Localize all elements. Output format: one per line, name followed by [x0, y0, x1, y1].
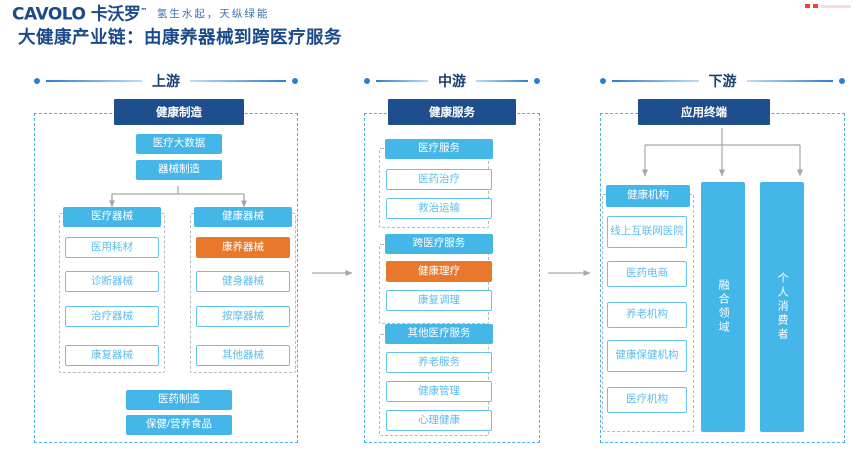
- downstream-item-elderly-institution[interactable]: 养老机构: [607, 302, 687, 328]
- stage-rule: [376, 80, 428, 82]
- stage-rule: [190, 80, 286, 82]
- stage-label: 下游: [708, 73, 737, 89]
- downstream-pillar-individual-consumer[interactable]: 个人消费者: [760, 182, 804, 432]
- upstream-item-rehabilitation[interactable]: 康复器械: [65, 345, 159, 366]
- downstream-item-online-hospital[interactable]: 线上互联网医院: [607, 216, 687, 248]
- stage-rule: [612, 80, 699, 82]
- trademark-icon: ™: [140, 7, 147, 15]
- midstream-group-cross-medical: [379, 244, 489, 324]
- stage-header-downstream: 下游: [600, 72, 845, 90]
- upstream-item-treatment[interactable]: 治疗器械: [65, 306, 159, 327]
- upstream-group-title-health-devices[interactable]: 健康器械: [194, 207, 292, 227]
- downstream-item-healthcare-institution[interactable]: 健康保健机构: [607, 340, 687, 372]
- stage-header-upstream: 上游: [34, 72, 298, 90]
- upstream-header: 健康制造: [114, 99, 244, 125]
- midstream-item-elderly-service[interactable]: 养老服务: [386, 352, 492, 373]
- brand-tagline: 氢生水起，天纵绿能: [156, 7, 270, 20]
- brand-logo: CAVOLO 卡沃罗™ 氢生水起，天纵绿能: [12, 2, 269, 24]
- midstream-item-rehab-care[interactable]: 康复调理: [386, 290, 492, 311]
- stage-header-midstream: 中游: [364, 72, 540, 90]
- stage-rule: [746, 80, 833, 82]
- logo-wordmark: CAVOLO 卡沃罗™: [12, 2, 147, 24]
- upstream-item-medical-bigdata[interactable]: 医疗大数据: [136, 134, 222, 154]
- stage-label: 上游: [152, 73, 180, 89]
- midstream-group-title-other-medical[interactable]: 其他医疗服务: [385, 324, 493, 344]
- stage-rule: [476, 80, 528, 82]
- downstream-header: 应用终端: [638, 99, 770, 125]
- stage-dot-icon: [292, 78, 298, 84]
- page-title: 大健康产业链：由康养器械到跨医疗服务: [18, 27, 342, 47]
- logo-text: CAVOLO 卡沃罗: [12, 4, 141, 25]
- midstream-group-title-medical-services[interactable]: 医疗服务: [385, 139, 493, 159]
- stage-dot-icon: [839, 78, 845, 84]
- downstream-item-medical-institution[interactable]: 医疗机构: [607, 387, 687, 413]
- stage-label: 中游: [438, 73, 466, 89]
- upstream-item-diagnostic[interactable]: 诊断器械: [65, 271, 159, 292]
- midstream-item-mental-health[interactable]: 心理健康: [386, 410, 492, 431]
- midstream-item-pharma-treatment[interactable]: 医药治疗: [386, 169, 492, 190]
- upstream-item-fitness[interactable]: 健身器械: [196, 271, 290, 292]
- stage-dot-icon: [364, 78, 370, 84]
- red-square-icon: [805, 4, 810, 8]
- midstream-header: 健康服务: [388, 99, 516, 125]
- midstream-group-title-cross-medical[interactable]: 跨医疗服务: [385, 234, 493, 254]
- red-square-icon: [813, 4, 818, 8]
- upstream-item-wellness-devices-highlight[interactable]: 康养器械: [196, 237, 290, 258]
- downstream-pillar-integration-field[interactable]: 融合领域: [701, 182, 745, 432]
- upstream-item-massage[interactable]: 按摩器械: [196, 306, 290, 327]
- upstream-item-other-devices[interactable]: 其他器械: [196, 345, 290, 366]
- midstream-item-health-management[interactable]: 健康管理: [386, 381, 492, 402]
- upstream-item-pharma-manufacturing[interactable]: 医药制造: [126, 390, 232, 410]
- corner-decoration: [805, 4, 851, 8]
- stage-dot-icon: [534, 78, 540, 84]
- upstream-item-consumables[interactable]: 医用耗材: [65, 237, 159, 258]
- upstream-item-device-manufacturing[interactable]: 器械制造: [136, 160, 222, 180]
- downstream-item-pharma-ecommerce[interactable]: 医药电商: [607, 261, 687, 287]
- upstream-item-health-nutrition-food[interactable]: 保健/营养食品: [126, 415, 232, 435]
- stage-dot-icon: [600, 78, 606, 84]
- downstream-group-title-health-institutions[interactable]: 健康机构: [606, 185, 690, 207]
- stage-rule: [46, 80, 142, 82]
- midstream-item-health-therapy-highlight[interactable]: 健康理疗: [386, 261, 492, 282]
- stage-dot-icon: [34, 78, 40, 84]
- midstream-item-emergency-transport[interactable]: 救治运输: [386, 198, 492, 219]
- upstream-group-title-medical-devices[interactable]: 医疗器械: [63, 207, 161, 227]
- pink-bar-icon: [821, 4, 851, 8]
